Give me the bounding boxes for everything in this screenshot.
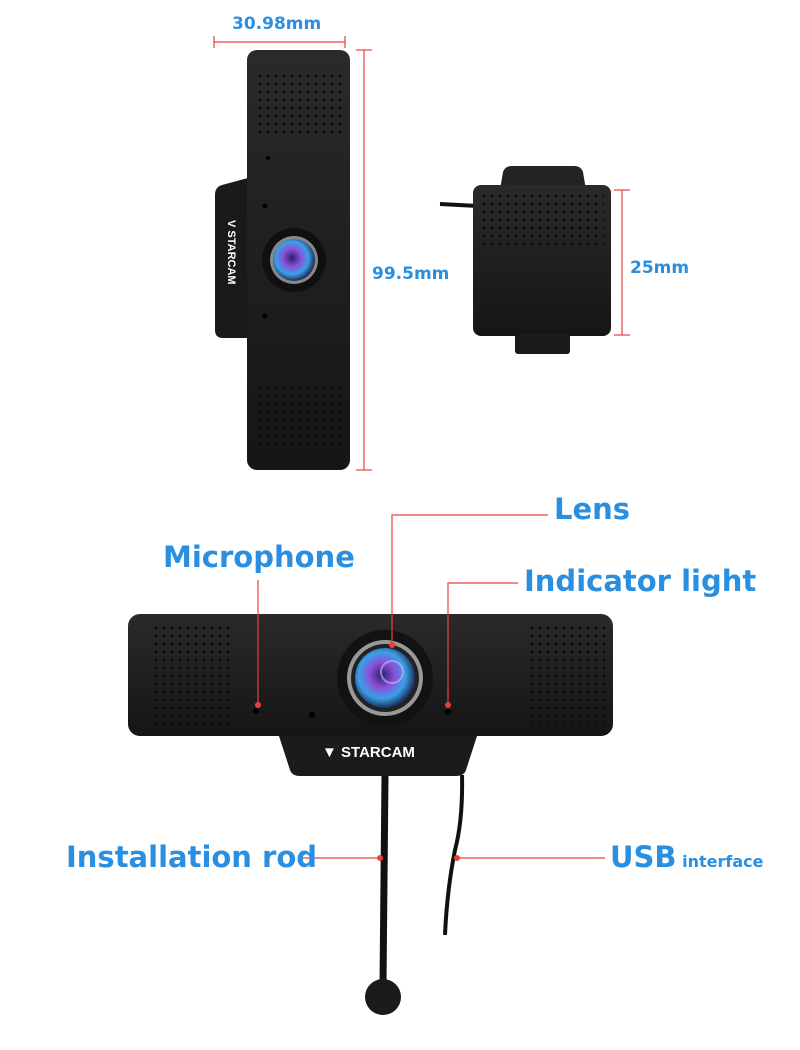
depth-label: 25mm [630, 258, 690, 278]
microphone-label: Microphone [163, 540, 355, 574]
installation-rod-label: Installation rod [66, 840, 318, 874]
callout-dots [255, 642, 460, 861]
usb-label: USB [610, 840, 677, 874]
width-label: 30.98mm [232, 14, 322, 34]
usb-interface-label: USB interface [610, 840, 763, 874]
front-view [128, 614, 613, 1015]
lens-label: Lens [554, 492, 631, 526]
rod-ball [365, 979, 401, 1015]
leader-lines [257, 514, 605, 859]
top-view [439, 166, 611, 354]
usb-cable [443, 774, 465, 936]
indicator-light-label: Indicator light [524, 564, 757, 598]
side-view: V STARCAM [215, 50, 350, 470]
interface-label: interface [682, 852, 764, 871]
front-brand-logo: ▼ STARCAM [322, 744, 415, 761]
svg-text:V STARCAM: V STARCAM [225, 220, 237, 285]
height-dimension-line [356, 49, 372, 471]
installation-rod [379, 774, 389, 986]
height-label: 99.5mm [372, 264, 450, 284]
depth-dimension-line [614, 189, 630, 336]
width-dimension-line [213, 36, 346, 48]
